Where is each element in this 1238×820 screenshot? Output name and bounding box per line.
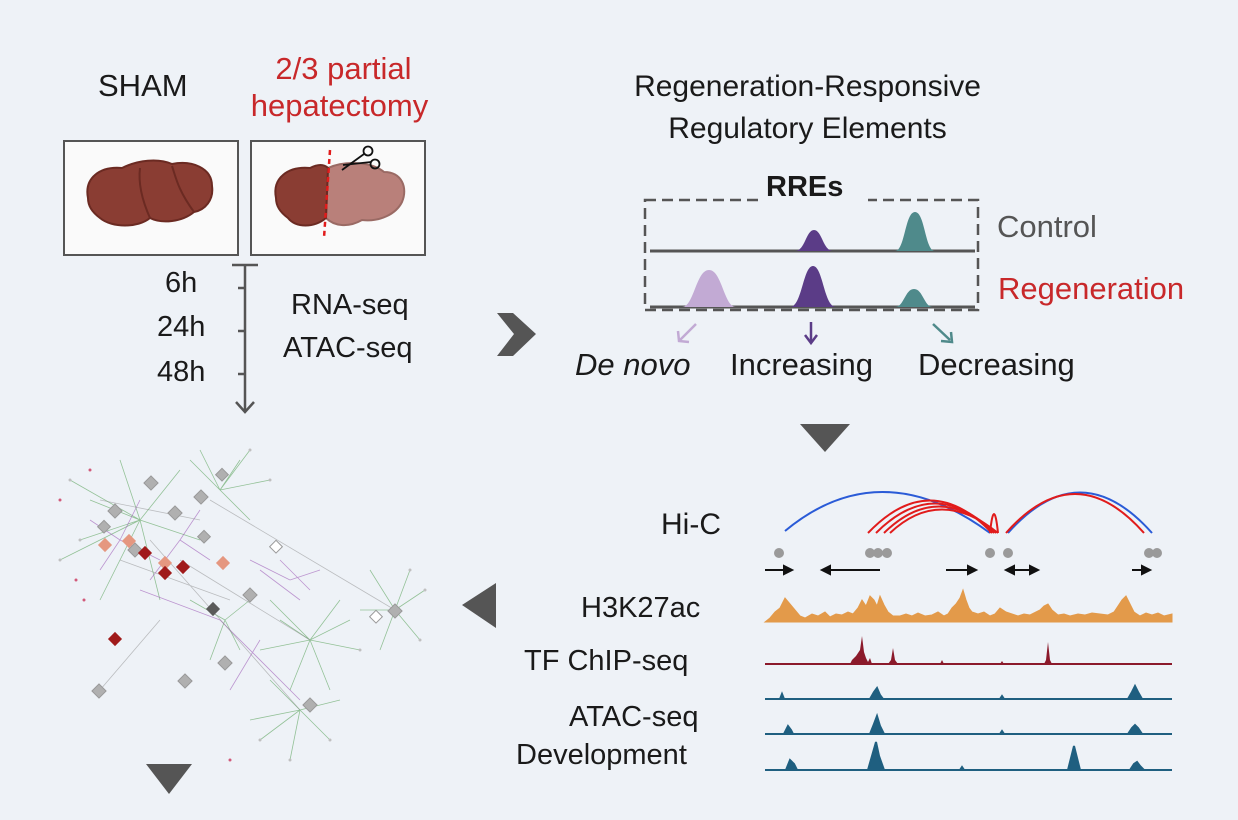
track-label-h3k27ac: H3K27ac — [581, 592, 701, 624]
scissors-icon — [341, 145, 381, 171]
tf-chip-track — [850, 636, 1052, 664]
hic-anchors — [774, 548, 1162, 558]
rre-title-line1: Regeneration-Responsive — [634, 70, 981, 103]
hic-arcs — [784, 491, 1153, 534]
control-decreasing-peak — [895, 212, 935, 251]
sham-liver-icon — [86, 159, 214, 227]
orientation-arrows — [765, 564, 1153, 576]
hepatectomy-label-line2: hepatectomy — [250, 88, 429, 123]
hepatectomy-label-line1: 2/3 partial — [275, 51, 412, 86]
hepatectomy-liver-icon — [274, 149, 406, 239]
regulatory-network — [58, 448, 427, 762]
time-axis — [232, 263, 258, 414]
category-decreasing: Decreasing — [918, 347, 1075, 382]
category-de-novo: De novo — [575, 347, 691, 382]
rres-label: RREs — [766, 171, 844, 203]
timepoint-24h: 24h — [157, 311, 206, 343]
regeneration-label: Regeneration — [998, 271, 1185, 306]
track-label-hic: Hi-C — [661, 508, 721, 541]
track-label-development: Development — [516, 739, 687, 771]
down-arrow-1 — [800, 424, 850, 452]
increasing-arrow — [804, 322, 818, 346]
assay-atac-seq: ATAC-seq — [283, 332, 413, 364]
atac-tracks — [765, 683, 1172, 771]
h3k27ac-track — [763, 588, 1173, 623]
track-label-tf-chip: TF ChIP-seq — [524, 645, 689, 677]
control-label: Control — [997, 209, 1097, 244]
timepoint-6h: 6h — [165, 267, 198, 299]
sham-label: SHAM — [98, 68, 188, 103]
timepoint-48h: 48h — [157, 356, 206, 388]
decreasing-arrow — [932, 323, 954, 344]
right-arrow-1 — [497, 313, 536, 356]
left-arrow-1 — [462, 583, 496, 628]
regen-de-novo-peak — [682, 270, 736, 307]
category-increasing: Increasing — [730, 347, 874, 382]
track-label-atac: ATAC-seq — [569, 701, 699, 733]
rre-title-line2: Regulatory Elements — [668, 112, 947, 145]
down-arrow-2 — [146, 764, 192, 794]
de-novo-arrow — [676, 323, 697, 344]
assay-rna-seq: RNA-seq — [291, 289, 409, 321]
control-increasing-peak — [795, 230, 833, 251]
regen-increasing-peak — [790, 266, 836, 307]
regen-decreasing-peak — [895, 289, 933, 307]
